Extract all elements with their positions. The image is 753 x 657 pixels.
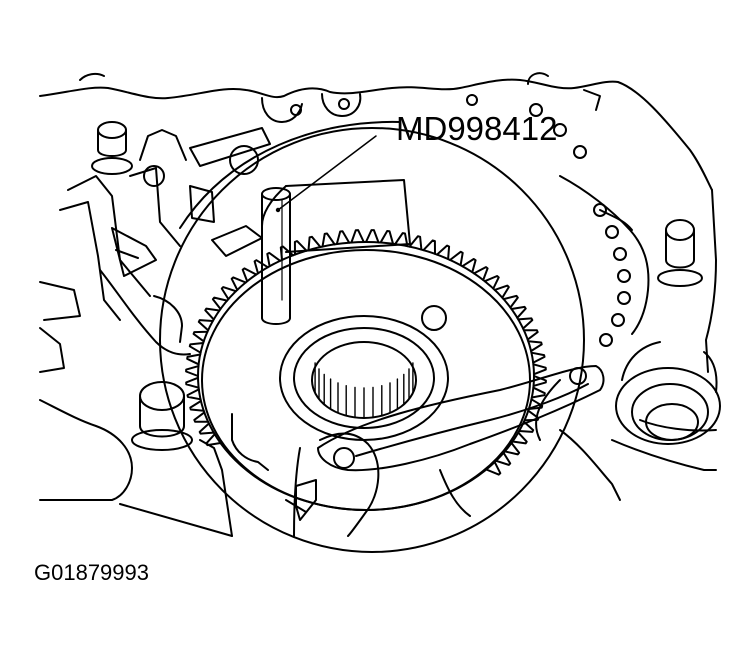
transmission-case (39, 72, 717, 537)
right-fastener-row (290, 94, 631, 347)
figure-id: G01879993 (34, 560, 149, 585)
tool-callout-label: MD998412 (396, 110, 558, 147)
callout-leader (277, 135, 377, 211)
bolt-right (657, 219, 703, 287)
left-linkage (39, 127, 271, 356)
splined-hub (201, 249, 531, 511)
lower-bracket (317, 365, 605, 472)
special-tool-pin (261, 187, 291, 325)
tool-plate (261, 179, 411, 253)
bolt-upper-left (91, 121, 133, 175)
ring-housing (143, 120, 585, 553)
bolt-lower-left (131, 381, 193, 451)
bore (615, 341, 721, 445)
ring-gear (185, 229, 547, 511)
gear-teeth (185, 229, 547, 476)
retaining-clips (285, 89, 601, 521)
